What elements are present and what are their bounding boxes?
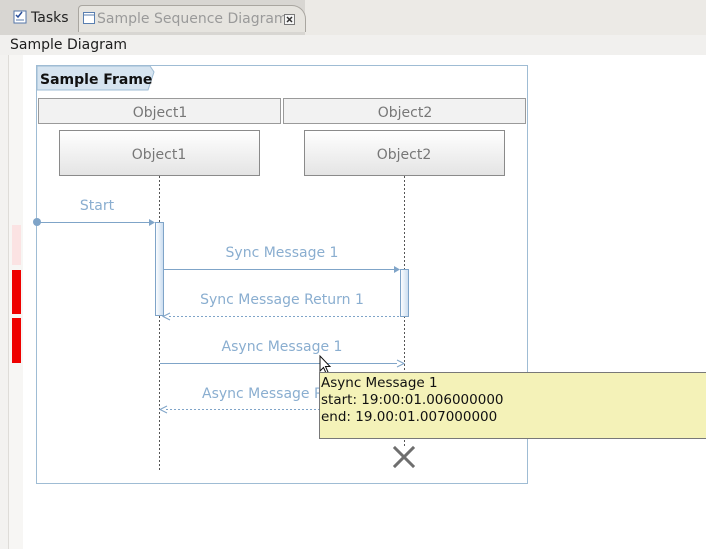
arrowhead — [394, 266, 400, 273]
execution-object1[interactable] — [155, 222, 164, 316]
tab-sequence-label: Sample Sequence Diagram — [97, 11, 288, 27]
tab-sample-sequence-diagram[interactable]: Sample Sequence Diagram — [78, 5, 306, 32]
editor-document-icon — [83, 12, 95, 24]
frame-label: Sample Frame — [40, 72, 152, 88]
tab-tasks-label: Tasks — [31, 10, 69, 26]
lifeline-header-object1[interactable] — [38, 98, 281, 124]
view-title: Sample Diagram — [10, 37, 128, 53]
tooltip-start-time: start: 19:00:01.006000000 — [321, 392, 504, 408]
arrowhead — [161, 312, 171, 321]
ruler-marker-red-2[interactable] — [12, 318, 21, 363]
message-async1-label: Async Message 1 — [222, 339, 343, 355]
close-icon[interactable] — [284, 14, 295, 25]
lifeline-stop-icon[interactable] — [392, 445, 416, 469]
tasks-icon — [13, 10, 27, 24]
lifeline-box-object2[interactable] — [304, 130, 505, 176]
arrowhead — [158, 405, 168, 414]
arrowhead — [149, 219, 155, 226]
tooltip-end-time: end: 19.00:01.007000000 — [321, 409, 498, 425]
lifeline-box-label-object1: Object1 — [132, 147, 187, 163]
lifeline-header-object2[interactable] — [283, 98, 526, 124]
arrowhead — [396, 359, 406, 368]
message-sync1-label: Sync Message 1 — [226, 245, 339, 261]
execution-object2[interactable] — [400, 269, 409, 317]
message-start-label: Start — [80, 198, 115, 214]
message-sync-return1-label: Sync Message Return 1 — [200, 292, 364, 308]
message-tooltip: Async Message 1 start: 19:00:01.00600000… — [319, 372, 706, 439]
ruler-marker-light[interactable] — [12, 225, 21, 265]
tab-bar-empty-area — [305, 0, 706, 35]
lifeline-box-label-object2: Object2 — [377, 147, 432, 163]
frame-label-tab — [36, 65, 155, 91]
lifeline-header-label-object2: Object2 — [378, 105, 433, 121]
tab-tasks[interactable]: Tasks — [6, 5, 78, 32]
lifeline-box-object1[interactable] — [59, 130, 260, 176]
lifeline-header-label-object1: Object1 — [133, 105, 188, 121]
ruler-marker-red-1[interactable] — [12, 270, 21, 314]
tooltip-message-name: Async Message 1 — [321, 375, 438, 391]
view-title-strip — [0, 35, 706, 55]
